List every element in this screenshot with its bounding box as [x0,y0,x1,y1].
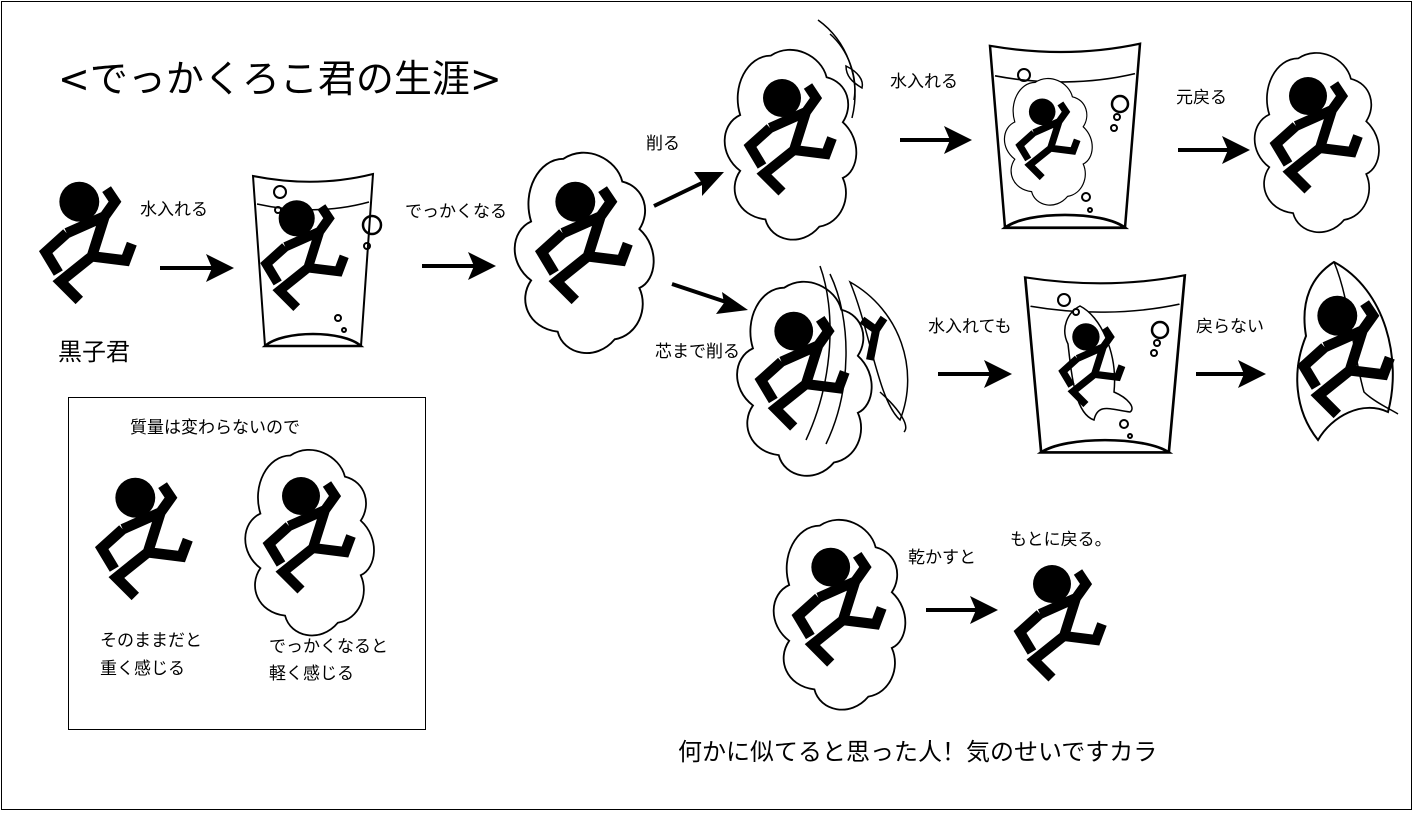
note-big-line1: でっかくなると [269,637,388,657]
step-add-water-again-label: 水入れる [890,72,958,92]
step-shave-label: 削る [646,134,680,154]
step-gets-big-label: でっかくなる [405,202,507,222]
step-add-water-label: 水入れる [140,200,208,220]
note-big-line2: 軽く感じる [269,664,354,684]
step-revert-label: 元戻る [1176,88,1227,108]
step-back-to-normal-label: もとに戻る。 [1010,530,1112,550]
note-small-line2: 重く感じる [100,659,185,679]
footer-caption: 何かに似てると思った人！気のせいですカラ [678,738,1158,766]
step-shave-to-core-label: 芯まで削る [655,342,740,362]
page-title: <でっかくろこ君の生涯> [58,57,502,101]
step-add-water-even-label: 水入れても [928,317,1012,337]
note-heading: 質量は変わらないので [130,418,300,438]
arrow-icon [160,254,234,282]
step-dry-label: 乾かすと [908,548,976,568]
character-name-label: 黒子君 [58,338,130,366]
note-box [68,397,426,730]
note-small-line1: そのままだと [100,631,202,651]
step-no-revert-label: 戻らない [1196,317,1264,337]
